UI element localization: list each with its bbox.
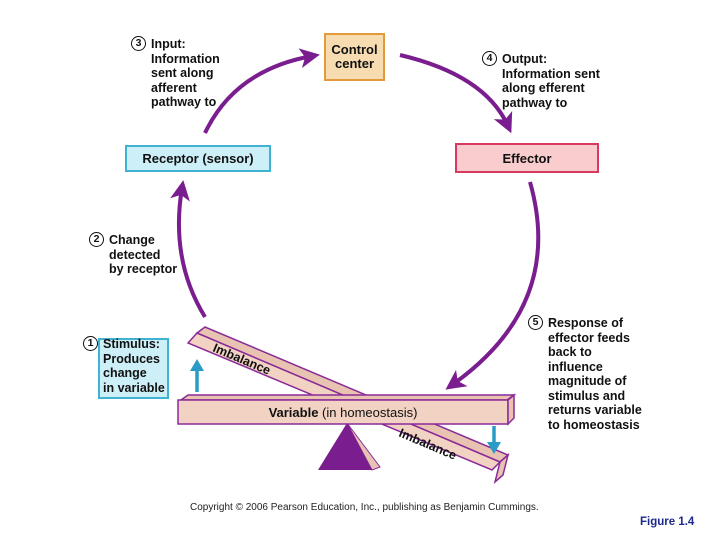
step-3-text: Input: Information sent along afferent p…	[151, 37, 220, 109]
fulcrum	[318, 422, 381, 471]
step-5-text: Response of effector feeds back to influ…	[548, 316, 642, 432]
step-2-text: Change detected by receptor	[109, 233, 178, 276]
step-4-annotation: 4 Output: Information sent along efferen…	[482, 51, 600, 110]
control-center-box: Control center	[324, 33, 385, 81]
step-1-text: Stimulus: Produces change in variable	[103, 337, 165, 395]
arrow-variable-to-receptor	[170, 180, 207, 319]
up-indicator-arrow-icon	[190, 359, 204, 392]
variable-beam	[177, 393, 517, 426]
receptor-label: Receptor (sensor)	[142, 151, 254, 166]
arrow-control-to-effector	[399, 53, 513, 134]
step-4-text: Output: Information sent along efferent …	[502, 52, 600, 110]
step-3-annotation: 3 Input: Information sent along afferent…	[131, 36, 220, 110]
effector-box: Effector	[455, 143, 599, 173]
step-5-annotation: 5 Response of effector feeds back to inf…	[528, 315, 642, 432]
step-1-annotation: 1 Stimulus: Produces change in variable	[83, 336, 165, 395]
step-1-number: 1	[83, 336, 98, 351]
step-3-number: 3	[131, 36, 146, 51]
figure-label: Figure 1.4	[640, 516, 695, 528]
copyright-notice: Copyright © 2006 Pearson Education, Inc.…	[190, 502, 539, 513]
control-center-label: Control center	[331, 42, 378, 71]
receptor-box: Receptor (sensor)	[125, 145, 271, 172]
down-indicator-arrow-icon	[487, 426, 501, 454]
step-2-number: 2	[89, 232, 104, 247]
arrow-receptor-to-control	[203, 48, 320, 134]
step-5-number: 5	[528, 315, 543, 330]
variable-label: Variable (in homeostasis)	[269, 405, 418, 420]
effector-label: Effector	[502, 150, 552, 166]
arrow-effector-to-variable	[445, 181, 541, 390]
stimulus-box	[98, 338, 169, 399]
step-4-number: 4	[482, 51, 497, 66]
step-2-annotation: 2 Change detected by receptor	[89, 232, 178, 277]
